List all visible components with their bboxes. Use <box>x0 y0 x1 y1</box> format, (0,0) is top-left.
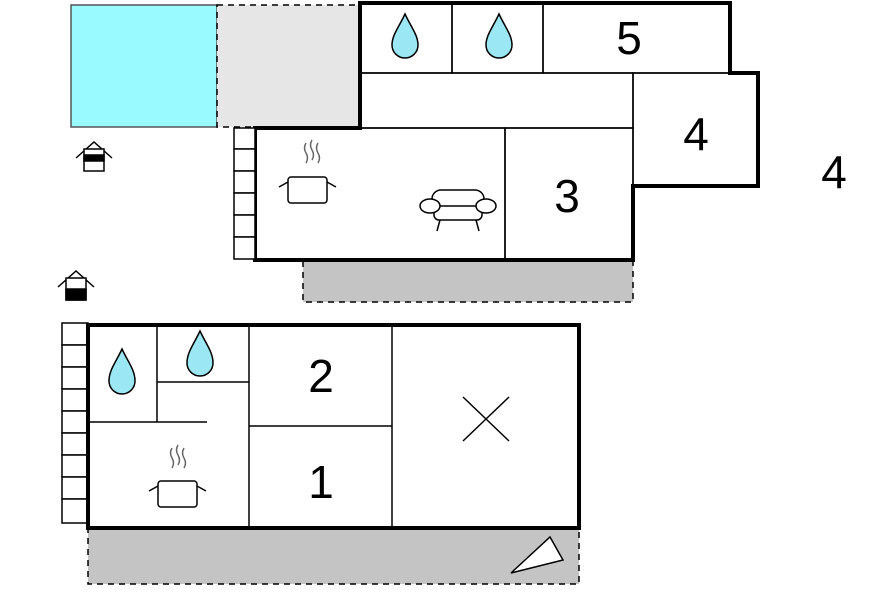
room-3-label: 3 <box>554 170 580 222</box>
house-entrance-icon <box>75 140 113 172</box>
lower-outer-wall <box>86 323 581 530</box>
room-4-label: 4 <box>683 108 709 160</box>
room-5-label: 5 <box>616 12 642 64</box>
lower-inner-walls <box>88 325 393 528</box>
sofa-icon <box>419 189 497 232</box>
water-drop-icon <box>485 12 513 59</box>
pool <box>70 4 218 128</box>
water-drop-icon <box>186 329 214 377</box>
hallway-upper <box>359 72 634 129</box>
lawn-icon <box>510 535 565 574</box>
stairs-icon <box>61 322 89 524</box>
patio-area <box>216 4 361 128</box>
upper-outer-wall <box>253 1 760 262</box>
water-drop-icon <box>391 12 419 59</box>
room-1-label: 1 <box>308 456 334 508</box>
water-drop-icon <box>108 347 136 395</box>
house-entrance-icon <box>57 269 95 301</box>
upper-terrace <box>302 259 634 303</box>
lower-terrace <box>87 527 580 585</box>
cooking-pot-icon <box>278 139 337 204</box>
floor-label: 4 <box>821 146 847 198</box>
open-space-x-icon <box>462 396 510 442</box>
room-2-label: 2 <box>308 350 334 402</box>
stairs-icon <box>233 127 256 260</box>
cooking-pot-icon <box>148 444 207 508</box>
